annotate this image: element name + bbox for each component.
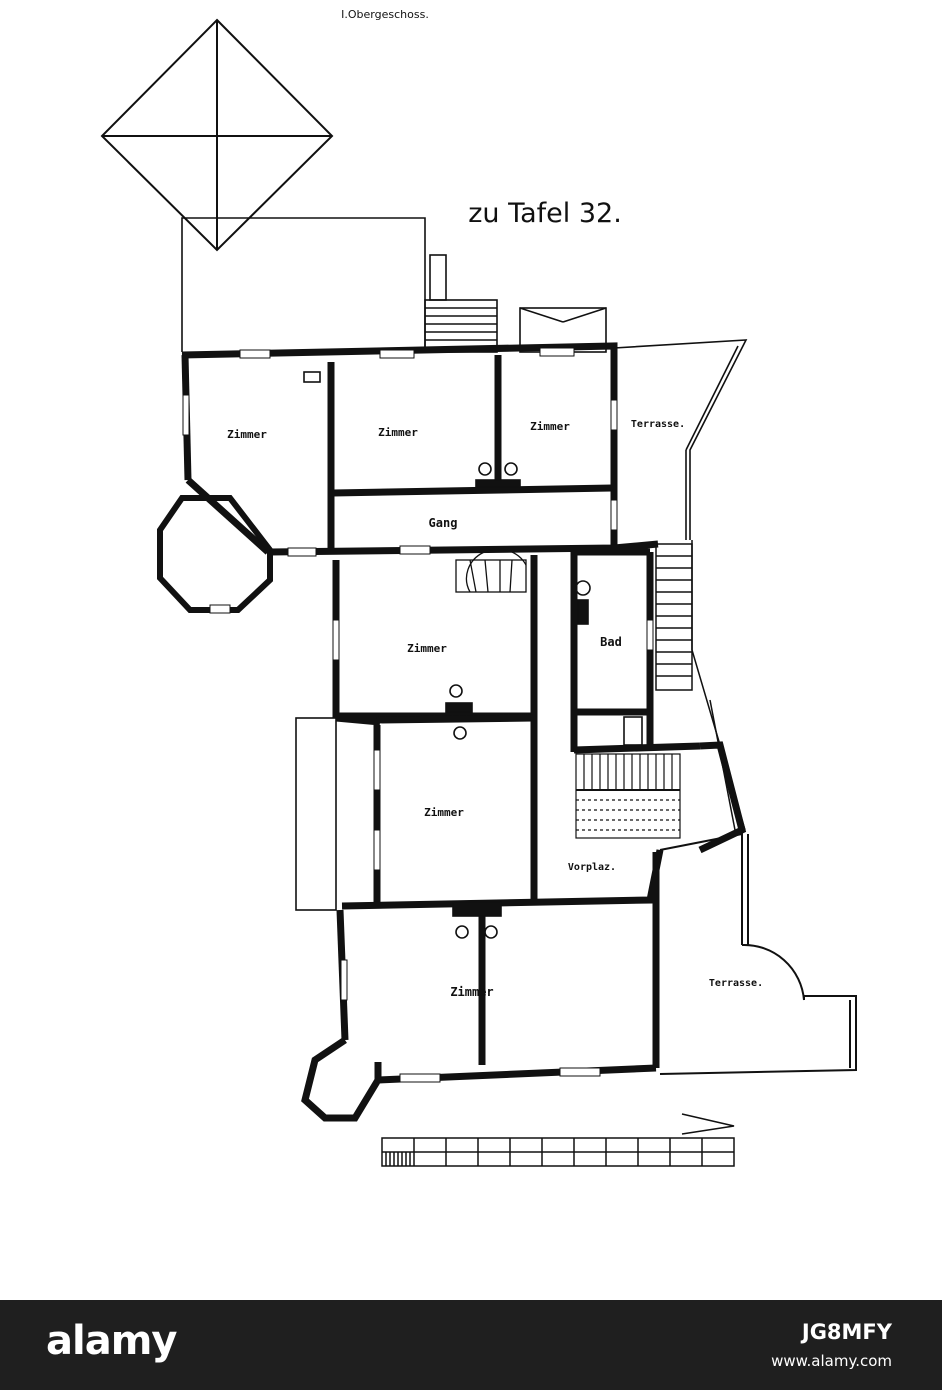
roof-outline bbox=[181, 217, 607, 353]
label-bad: Bad bbox=[600, 635, 622, 649]
windows bbox=[182, 347, 654, 1083]
scale-bar bbox=[381, 1137, 735, 1167]
main-stair bbox=[575, 753, 681, 839]
stoves bbox=[303, 371, 643, 939]
plate-title: zu Tafel 32. bbox=[468, 198, 622, 229]
north-arrow-icon bbox=[681, 1113, 735, 1135]
floor-plan: I.Obergeschoss. zu Tafel 32. bbox=[100, 8, 857, 1167]
brand-logo: alamy bbox=[46, 1318, 177, 1364]
label-zimmer-nw: Zimmer bbox=[227, 428, 267, 441]
spiral-stair bbox=[455, 548, 527, 593]
label-zimmer-n1: Zimmer bbox=[378, 426, 418, 439]
label-zimmer-mid: Zimmer bbox=[407, 642, 447, 655]
floor-caption: I.Obergeschoss. bbox=[341, 8, 429, 21]
image-id: JG8MFY bbox=[801, 1320, 892, 1344]
label-zimmer-south: Zimmer bbox=[450, 985, 493, 999]
label-vorplatz: Vorplaz. bbox=[568, 862, 616, 873]
label-gang: Gang bbox=[429, 516, 458, 530]
walls bbox=[157, 342, 747, 1122]
site-url: www.alamy.com bbox=[771, 1352, 892, 1370]
terrace-south bbox=[659, 832, 857, 1075]
watermark-footer: alamy JG8MFY www.alamy.com bbox=[0, 1300, 942, 1390]
label-zimmer-n2: Zimmer bbox=[530, 420, 570, 433]
label-terrasse-south: Terrasse. bbox=[709, 978, 763, 989]
terrace-north bbox=[613, 339, 748, 540]
annex-west bbox=[295, 717, 337, 911]
label-terrasse-north: Terrasse. bbox=[631, 419, 685, 430]
tower-roof bbox=[100, 18, 334, 252]
label-zimmer-center: Zimmer bbox=[424, 806, 464, 819]
